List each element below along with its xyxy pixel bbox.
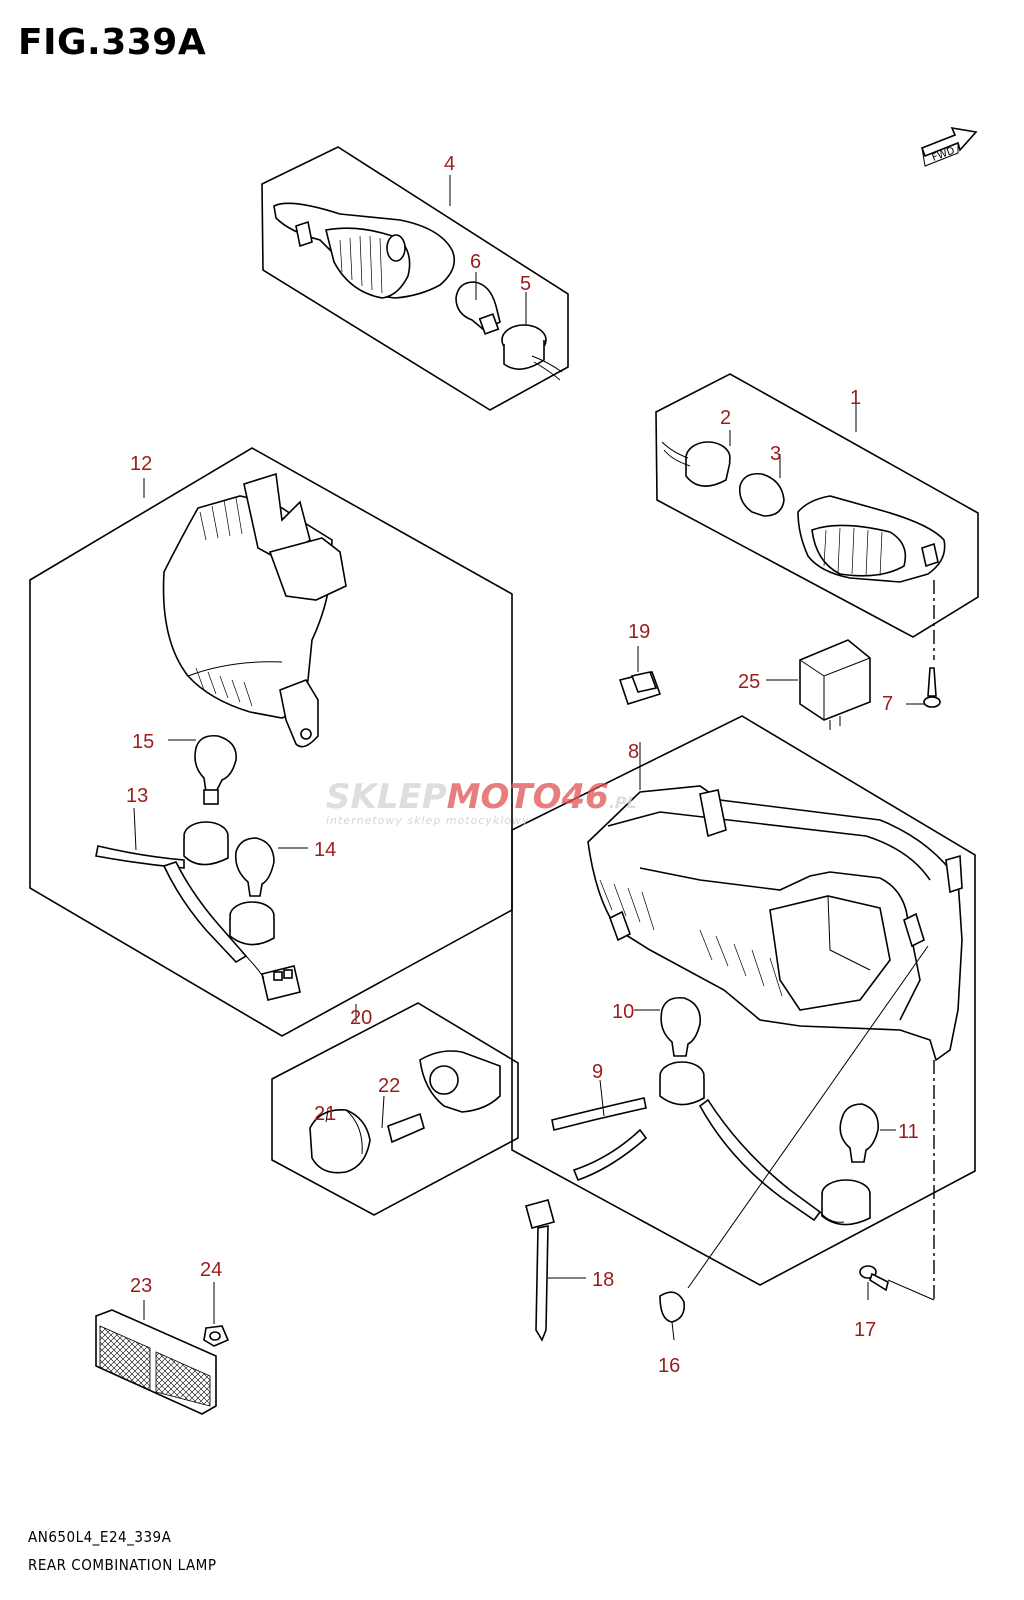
callout-23: 23: [130, 1275, 152, 1297]
callout-4: 4: [444, 153, 455, 175]
callout-5: 5: [520, 273, 531, 295]
callout-14: 14: [314, 839, 336, 861]
group-1-rear-turn-signal: [655, 373, 979, 660]
callout-16: 16: [658, 1355, 680, 1377]
callout-12: 12: [130, 453, 152, 475]
nut-24: [203, 1282, 230, 1347]
callout-1: 1: [850, 387, 861, 409]
watermark-tagline: internetowy sklep motocyklowy: [326, 814, 530, 827]
clip-19: [618, 646, 662, 705]
callout-21: 21: [314, 1103, 336, 1125]
figure-title: FIG.339A: [18, 22, 207, 63]
watermark-brand-1: SKLEP: [326, 777, 447, 817]
callout-15: 15: [132, 731, 154, 753]
callout-8: 8: [628, 741, 639, 763]
screw-7: [906, 667, 941, 708]
callout-2: 2: [720, 407, 731, 429]
callout-25: 25: [738, 671, 760, 693]
callout-17: 17: [854, 1319, 876, 1341]
watermark-brand-4: .PL: [609, 793, 637, 812]
callout-labels: 1 2 3 4 5 6 7 8 9 10 11 12 13 14 15 16 1…: [126, 153, 919, 1377]
callout-20: 20: [350, 1007, 372, 1029]
callout-6: 6: [470, 251, 481, 273]
watermark: SKLEPMOTO46.PL internetowy sklep motocyk…: [326, 777, 637, 827]
cap-16: [659, 1291, 686, 1341]
group-12-left-tail-lamp: [29, 447, 513, 1037]
section-name: REAR COMBINATION LAMP: [28, 1556, 217, 1574]
callout-10: 10: [612, 1001, 634, 1023]
fwd-arrow-icon: FWD: [920, 126, 978, 167]
reflector-23: [95, 1300, 217, 1415]
group-8-main-tail-lamp: [511, 715, 976, 1301]
callout-13: 13: [126, 785, 148, 807]
watermark-brand-3: 46: [561, 777, 609, 817]
group-20-license-lamp: [271, 1002, 519, 1216]
callout-7: 7: [882, 693, 893, 715]
cable-tie-18: [525, 1199, 586, 1342]
callout-19: 19: [628, 621, 650, 643]
svg-text:SKLEPMOTO46.PL: SKLEPMOTO46.PL: [326, 777, 637, 817]
callout-22: 22: [378, 1075, 400, 1097]
watermark-brand-2: MOTO: [447, 777, 562, 817]
group-4-front-turn-signal: [261, 146, 569, 411]
model-code: AN650L4_E24_339A: [28, 1528, 172, 1546]
callout-24: 24: [200, 1259, 222, 1281]
callout-11: 11: [898, 1121, 919, 1143]
relay-25: [766, 639, 871, 730]
callout-3: 3: [770, 443, 781, 465]
screw-17: [859, 1265, 889, 1300]
callout-18: 18: [592, 1269, 614, 1291]
callout-9: 9: [592, 1061, 603, 1083]
